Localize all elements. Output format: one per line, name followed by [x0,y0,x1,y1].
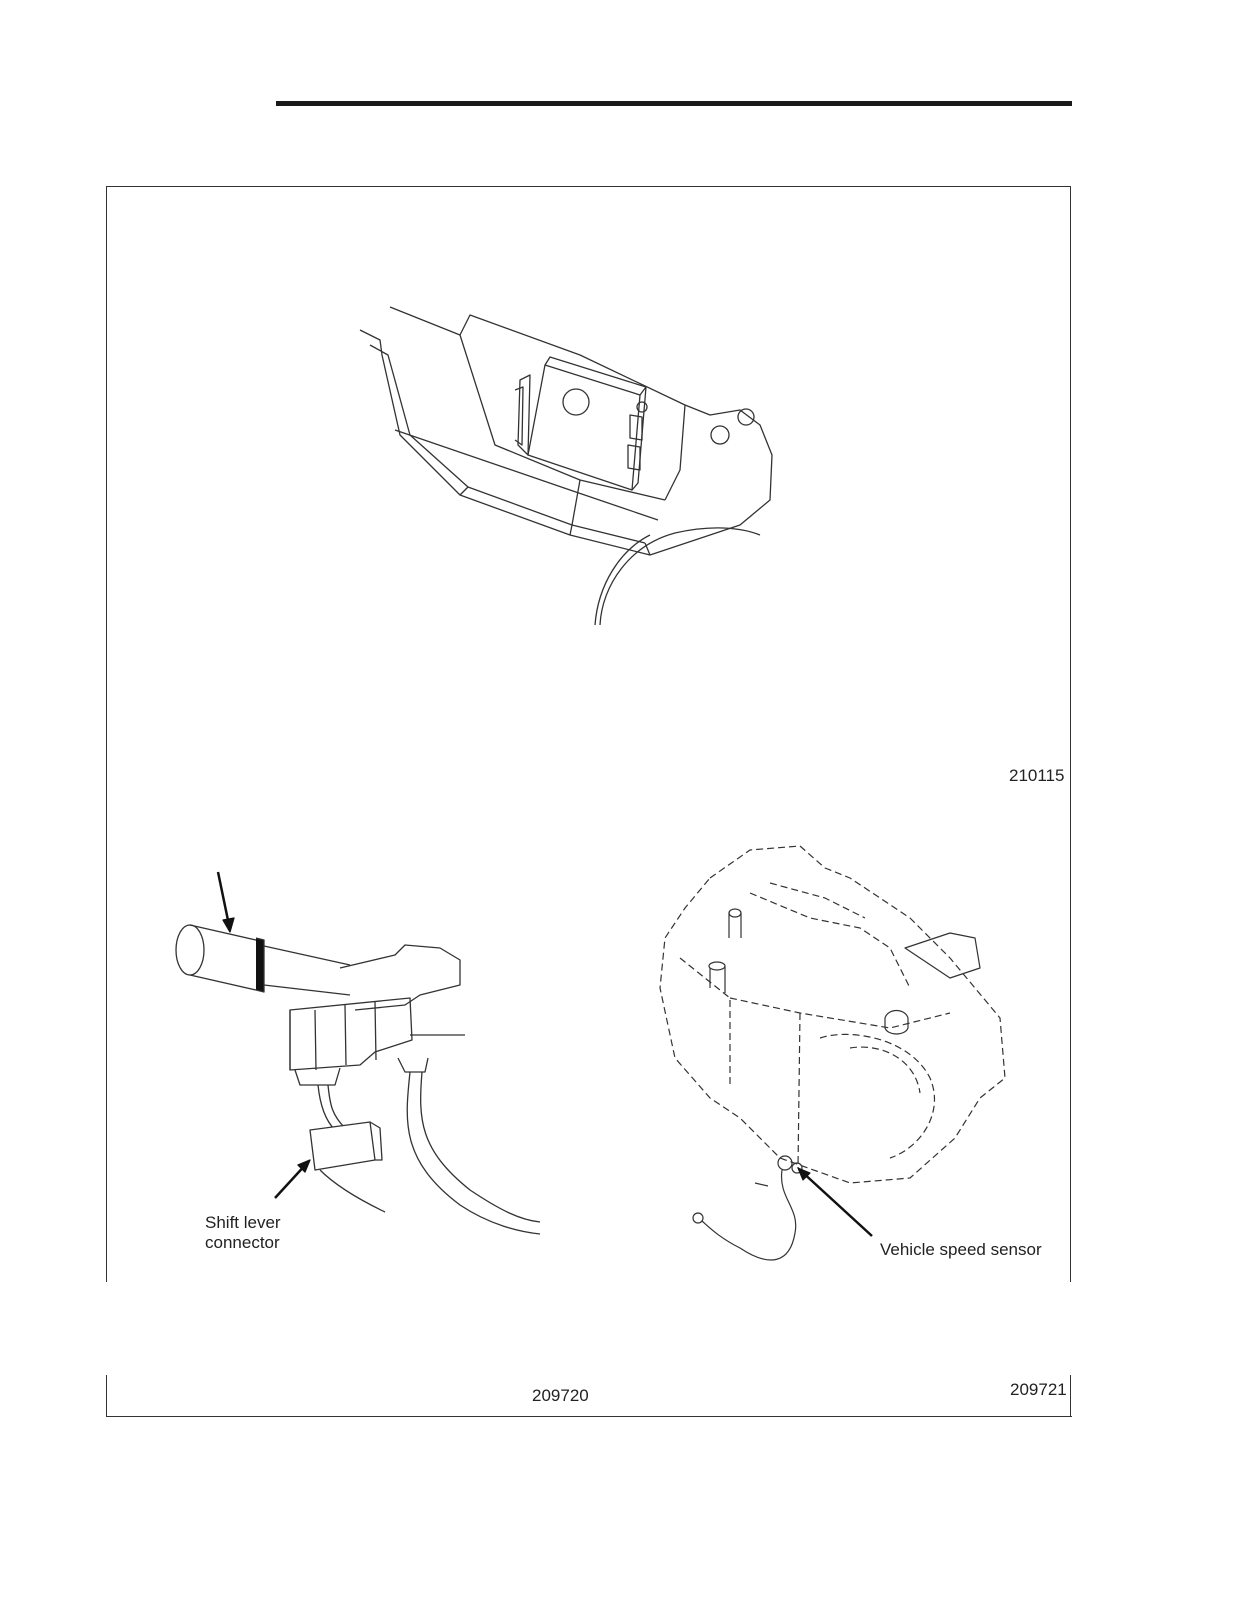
figure-number-210115: 210115 [1009,766,1065,785]
figure-frame-left-lower [106,1375,107,1417]
figure-number-209720: 209720 [532,1386,589,1405]
figure-frame-bottom [106,1416,1072,1417]
figure-number-209721: 209721 [1010,1380,1067,1399]
transaxle-illustration [650,838,1030,1268]
header-rule [276,101,1072,106]
shift-lever-illustration [160,860,560,1255]
shift-lever-connector-callout: Shift lever connector [205,1213,281,1252]
figure-frame-right-lower [1070,1375,1071,1417]
figure-frame-top [106,186,1070,187]
figure-frame-left [106,186,107,1282]
control-module-illustration [340,295,800,635]
vehicle-speed-sensor-callout: Vehicle speed sensor [880,1240,1042,1259]
figure-frame-right [1070,186,1071,1282]
